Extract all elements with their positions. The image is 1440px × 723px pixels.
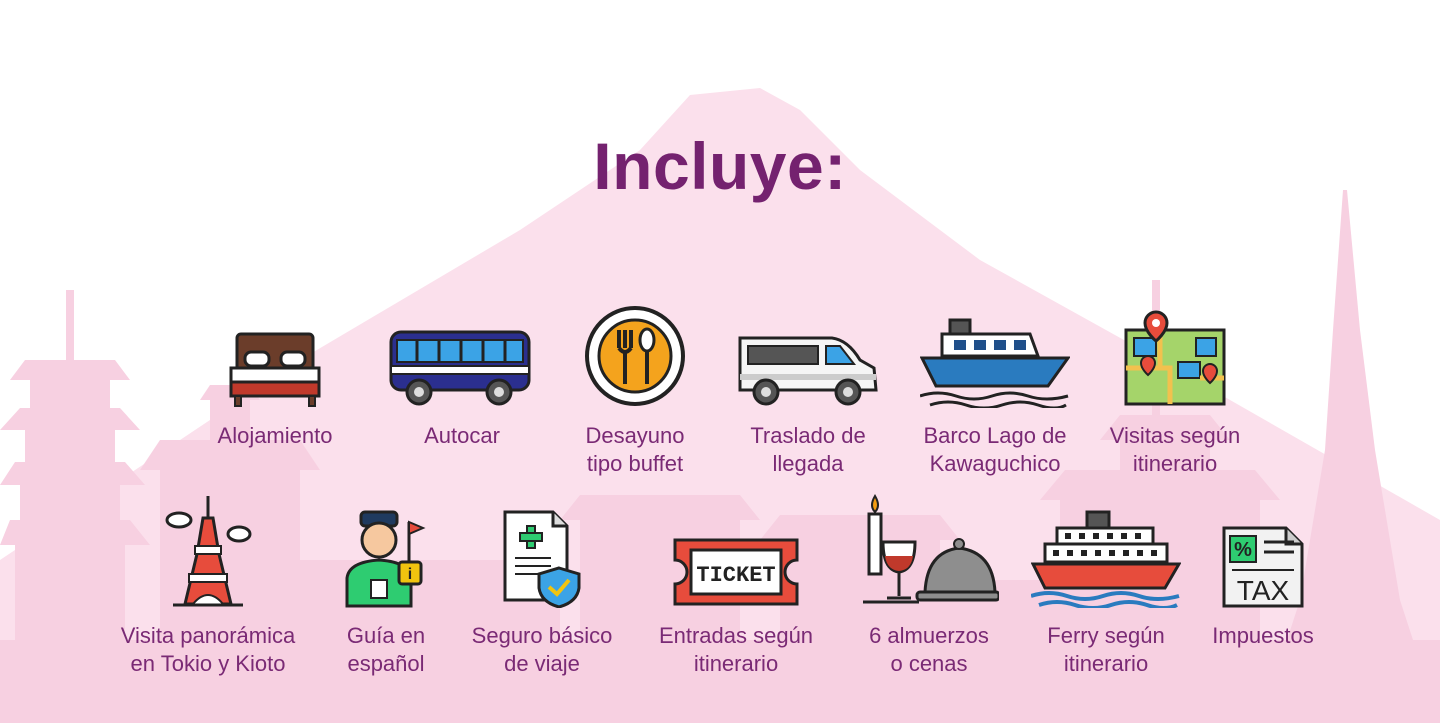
- ferry-icon: [1031, 510, 1181, 608]
- included-item-label: Impuestos: [1212, 623, 1314, 648]
- ticket-text: TICKET: [696, 563, 775, 588]
- dinner-icon: [863, 494, 999, 604]
- included-item-coach: Autocar: [362, 300, 562, 450]
- van-icon: [738, 336, 878, 406]
- included-item-taxes: % TAX Impuestos: [1163, 500, 1363, 650]
- insurance-document-icon: [503, 510, 581, 608]
- tax-document-icon: % TAX: [1222, 526, 1304, 608]
- ticket-icon: TICKET: [673, 538, 799, 606]
- tokyo-tower-icon: [165, 496, 252, 607]
- page-title: Incluye:: [593, 129, 847, 203]
- included-item-label: Autocar: [424, 423, 500, 448]
- boat-icon: [920, 318, 1070, 408]
- bus-icon: [389, 330, 531, 406]
- breakfast-plate-icon: [585, 306, 685, 406]
- map-icon: [1124, 310, 1226, 406]
- svg-text:i: i: [408, 566, 412, 583]
- percent-text: %: [1234, 539, 1252, 561]
- tax-text: TAX: [1237, 575, 1290, 606]
- included-item-accommodation: Alojamiento: [175, 300, 375, 450]
- bed-icon: [229, 332, 321, 407]
- included-item-label: Alojamiento: [217, 423, 333, 448]
- tour-guide-icon: i: [345, 510, 426, 608]
